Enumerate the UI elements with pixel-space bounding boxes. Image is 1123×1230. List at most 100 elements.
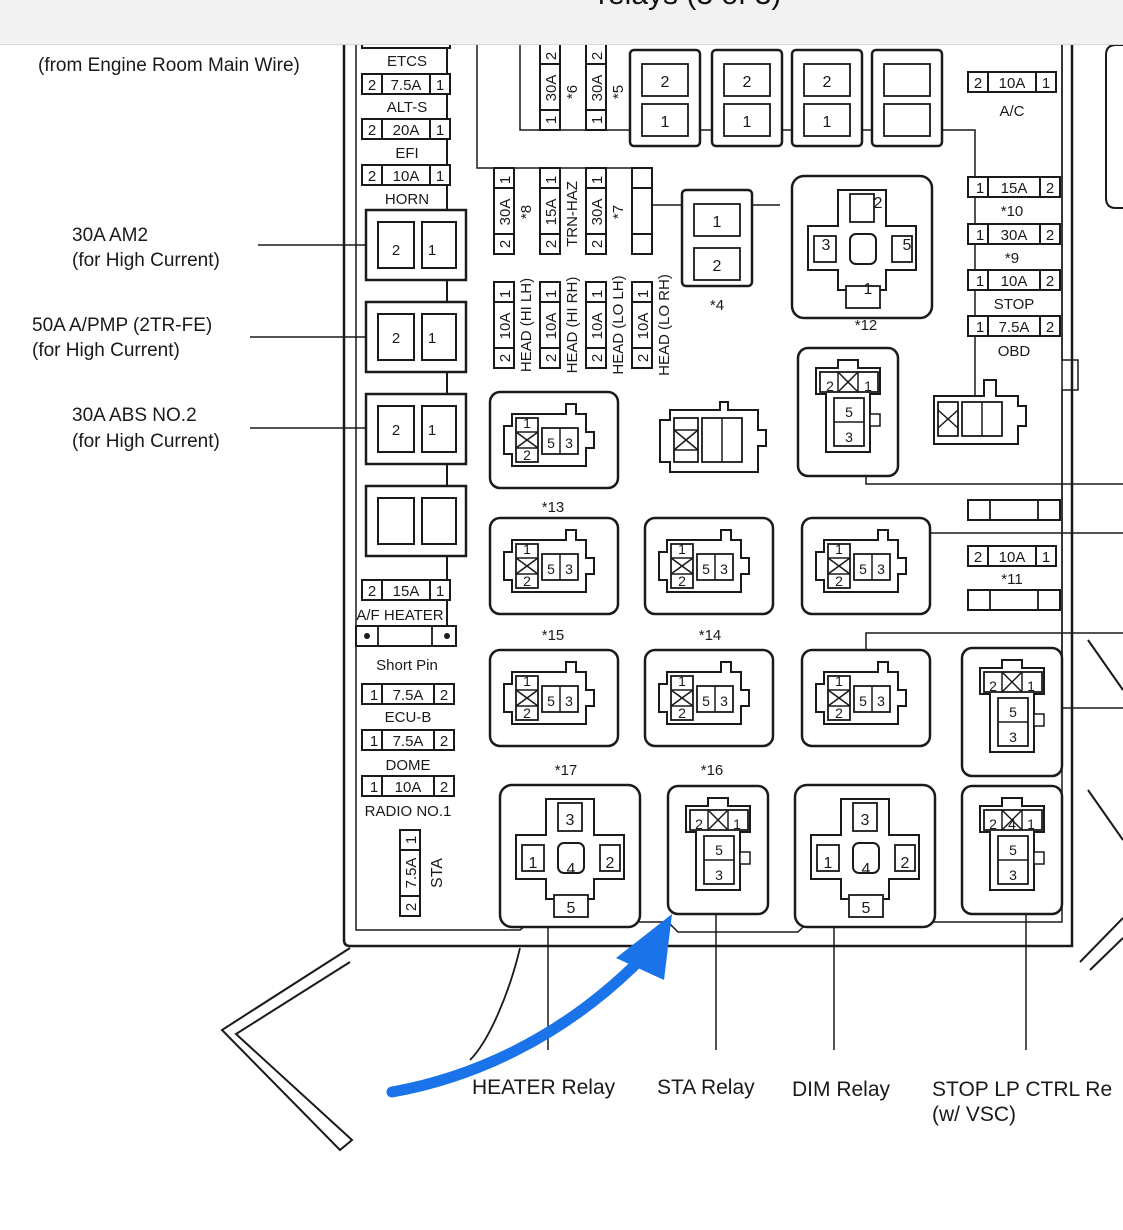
pin-label: 3: [877, 693, 885, 709]
relay-row1-a: 1 2 5 3: [488, 390, 620, 490]
fuse-rating-sta: 7.5A: [403, 858, 420, 889]
pin-label: 2: [392, 242, 400, 259]
pin-label: 2: [743, 74, 752, 91]
pin-label: 1: [835, 541, 843, 557]
pin-label: 2: [497, 354, 514, 362]
fuse-rating-8: 30A: [497, 199, 514, 226]
pin-label: 1: [543, 176, 560, 184]
pin-label: 1: [523, 541, 531, 557]
fuse-top-partial: [361, 45, 451, 49]
fuse-name-radio: RADIO NO.1: [365, 803, 452, 820]
pin-label: 3: [565, 561, 573, 577]
pin-label: 2: [368, 583, 376, 600]
pin-label: 2: [835, 573, 843, 589]
relay-row1-d: [933, 379, 1027, 445]
fuse-name-10: *10: [1001, 203, 1024, 220]
relay-row1-b: [659, 401, 767, 473]
hi-current-abs: 30A ABS NO.2: [72, 405, 197, 426]
relay-4: 1 2 *4: [680, 188, 754, 314]
pin-label: 3: [845, 429, 853, 445]
pin-label: 2: [974, 549, 982, 566]
hi-current-abs-note: (for High Current): [72, 431, 220, 452]
pin-label: 1: [370, 687, 378, 704]
pin-label: 1: [543, 116, 560, 124]
label-dim-relay: DIM Relay: [792, 1078, 891, 1101]
hi-current-am2: 30A AM2: [72, 225, 148, 246]
pin-label: 1: [403, 836, 420, 844]
fuse-name-ecu-b: ECU-B: [385, 709, 432, 726]
pin-label: 2: [635, 354, 652, 362]
pin-label: 1: [823, 114, 832, 131]
fuse-rating-5: 30A: [589, 75, 606, 102]
pin-label: 2: [1046, 273, 1054, 290]
pin-label: 1: [497, 290, 514, 298]
pin-label: 5: [859, 693, 867, 709]
heater-relay: 3 1 4 2 5: [498, 783, 642, 929]
pin-label: 2: [392, 330, 400, 347]
fuse-rating-ecu-b: 7.5A: [393, 687, 424, 704]
pin-label: 2: [989, 816, 997, 832]
fuse-rating-11: 10A: [999, 549, 1026, 566]
pin-label: 1: [436, 77, 444, 94]
stop-lp-ctrl-relay: 2 4 1 5 3: [960, 784, 1064, 916]
fuse-rating-ac: 10A: [999, 75, 1026, 92]
relay-row2-a: 1 2 5 3: [488, 516, 620, 616]
relay-mark-4: *4: [710, 297, 724, 314]
pin-label: 1: [370, 733, 378, 750]
pin-label: 5: [859, 561, 867, 577]
pin-label: 1: [713, 214, 722, 231]
pin-label: 1: [1027, 816, 1035, 832]
pin-label: 1: [529, 855, 538, 872]
fuse-rating-7: 30A: [589, 199, 606, 226]
pin-label: 2: [523, 705, 531, 721]
top-relay-4: [870, 48, 944, 148]
annotation-arrow: [386, 954, 646, 1098]
pin-label: 2: [589, 52, 606, 60]
fuse-rating-head-lo-lh: 10A: [589, 313, 606, 340]
pin-label: 5: [547, 693, 555, 709]
label-stop-lp-note: (w/ VSC): [932, 1103, 1016, 1126]
pin-label: 1: [976, 273, 984, 290]
pin-label: 1: [743, 114, 752, 131]
pin-label: 2: [523, 447, 531, 463]
pin-label: 3: [565, 693, 573, 709]
hi-current-apmp: 50A A/PMP (2TR-FE): [32, 315, 212, 336]
pin-label: 1: [428, 422, 436, 439]
pin-label: 3: [1009, 867, 1017, 883]
relay-row3-c: 1 2 5 3: [800, 648, 932, 748]
pin-label: 1: [523, 673, 531, 689]
fuse-name-head-hi-rh: HEAD (HI RH): [564, 277, 581, 374]
fuse-name-obd: OBD: [998, 343, 1031, 360]
fuse-mark-7: *7: [610, 205, 627, 219]
pin-label: 1: [543, 290, 560, 298]
label-sta-relay: STA Relay: [657, 1076, 755, 1099]
pin-label: 3: [715, 867, 723, 883]
fuse-name-af-heater: A/F HEATER: [356, 607, 443, 624]
relay-mark-17: *17: [555, 762, 578, 779]
pin-label: 1: [370, 779, 378, 796]
pin-label: 1: [661, 114, 670, 131]
pin-label: 5: [862, 900, 871, 917]
fuse-rating-radio: 10A: [395, 779, 422, 796]
fuse-name-9: *9: [1005, 250, 1019, 267]
fuse-box-diagram: ETCS 2 7.5A 1 ALT-S 2 20A 1 EFI 2 10A 1 …: [32, 45, 1123, 1152]
pin-label: 2: [1046, 180, 1054, 197]
pin-label: 5: [547, 561, 555, 577]
pin-label: 1: [864, 281, 873, 298]
wire-harness-strap: [469, 947, 521, 1061]
spare-fuse-slot: [967, 589, 1061, 611]
pin-label: 2: [543, 52, 560, 60]
page-title: relays (3 of 3): [598, 0, 781, 12]
pin-label: 2: [678, 705, 686, 721]
pin-label: 1: [678, 673, 686, 689]
dim-relay: 3 1 4 2 5: [793, 783, 937, 929]
pin-label: 2: [1046, 227, 1054, 244]
relay-mark-16: *16: [701, 762, 724, 779]
pin-label: 4: [862, 861, 871, 878]
pin-label: 1: [976, 227, 984, 244]
pin-label: 2: [543, 240, 560, 248]
fuse-rating-head-lo-rh: 10A: [635, 313, 652, 340]
short-pin-label: Short Pin: [376, 657, 438, 674]
pin-label: 1: [835, 673, 843, 689]
fuse-name-head-hi-lh: HEAD (HI LH): [518, 278, 535, 372]
